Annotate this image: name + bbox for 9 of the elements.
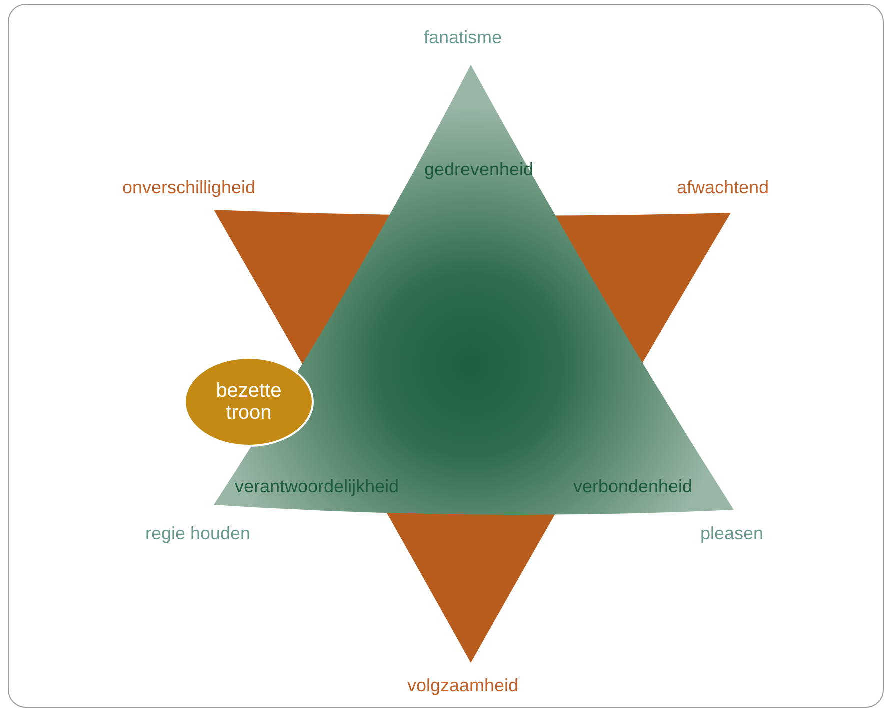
corner-label: volgzaamheid — [407, 676, 519, 696]
corner-label: regie houden — [145, 524, 251, 544]
corner-label: onverschilligheid — [122, 178, 256, 198]
triangle-label: verbondenheid — [573, 476, 693, 498]
oval-label: bezette troon — [215, 380, 283, 424]
corner-label: pleasen — [700, 524, 764, 544]
corner-label: afwachtend — [676, 178, 770, 198]
triangle-label: verantwoordelijkheid — [234, 476, 400, 498]
corner-label: fanatisme — [424, 28, 502, 48]
